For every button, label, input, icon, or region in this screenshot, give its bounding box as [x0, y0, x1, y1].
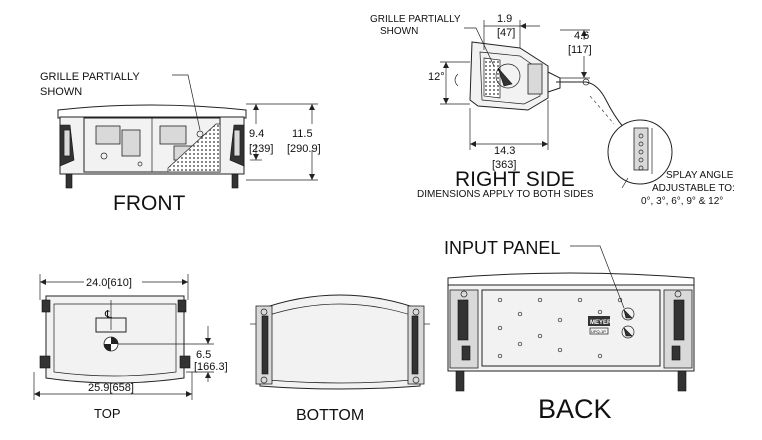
front-height-inner: 9.4 — [249, 128, 264, 140]
side-angle: 12° — [428, 71, 445, 83]
front-height-outer-mm: [290.9] — [287, 143, 321, 155]
back-view — [447, 245, 695, 392]
back-callout: INPUT PANEL — [444, 238, 560, 258]
side-callout-line1: GRILLE PARTIALLY — [370, 14, 461, 25]
front-height-outer: 11.5 — [292, 128, 313, 140]
side-width-dim-mm: [363] — [492, 159, 516, 171]
top-view — [33, 274, 214, 400]
front-view — [57, 74, 318, 189]
top-width-bottom: 25.9[658] — [88, 382, 134, 394]
bottom-view-title: BOTTOM — [296, 407, 364, 424]
side-view-subtitle: DIMENSIONS APPLY TO BOTH SIDES — [417, 189, 594, 200]
side-view-title: RIGHT SIDE — [455, 168, 575, 191]
side-top-dim: 1.9 — [497, 13, 512, 25]
front-callout-line2: SHOWN — [40, 86, 82, 98]
side-right-dim: 4.6 — [574, 30, 589, 42]
top-centerline: ℄ — [104, 309, 112, 321]
top-depth: 6.5 — [196, 349, 211, 361]
top-width-top: 24.0[610] — [86, 277, 132, 289]
splay-note-line1: SPLAY ANGLE — [666, 170, 734, 181]
top-depth-mm: [166.3] — [194, 361, 228, 373]
top-view-title: TOP — [94, 406, 121, 421]
back-brand: MEYER — [590, 320, 612, 326]
bottom-view — [250, 294, 430, 390]
back-model: UPQ-1P — [591, 329, 606, 334]
right-side-view — [440, 20, 673, 189]
splay-note-line3: 0°, 3°, 6°, 9° & 12° — [641, 196, 723, 207]
splay-note-line2: ADJUSTABLE TO: — [652, 183, 735, 194]
side-width-dim: 14.3 — [494, 145, 515, 157]
side-top-dim-mm: [47] — [497, 27, 515, 39]
front-callout-line1: GRILLE PARTIALLY — [40, 71, 140, 83]
side-callout-line2: SHOWN — [380, 26, 418, 37]
front-view-title: FRONT — [113, 192, 185, 215]
back-view-title: BACK — [538, 394, 612, 424]
front-height-inner-mm: [239] — [249, 143, 273, 155]
side-right-dim-mm: [117] — [568, 44, 592, 56]
